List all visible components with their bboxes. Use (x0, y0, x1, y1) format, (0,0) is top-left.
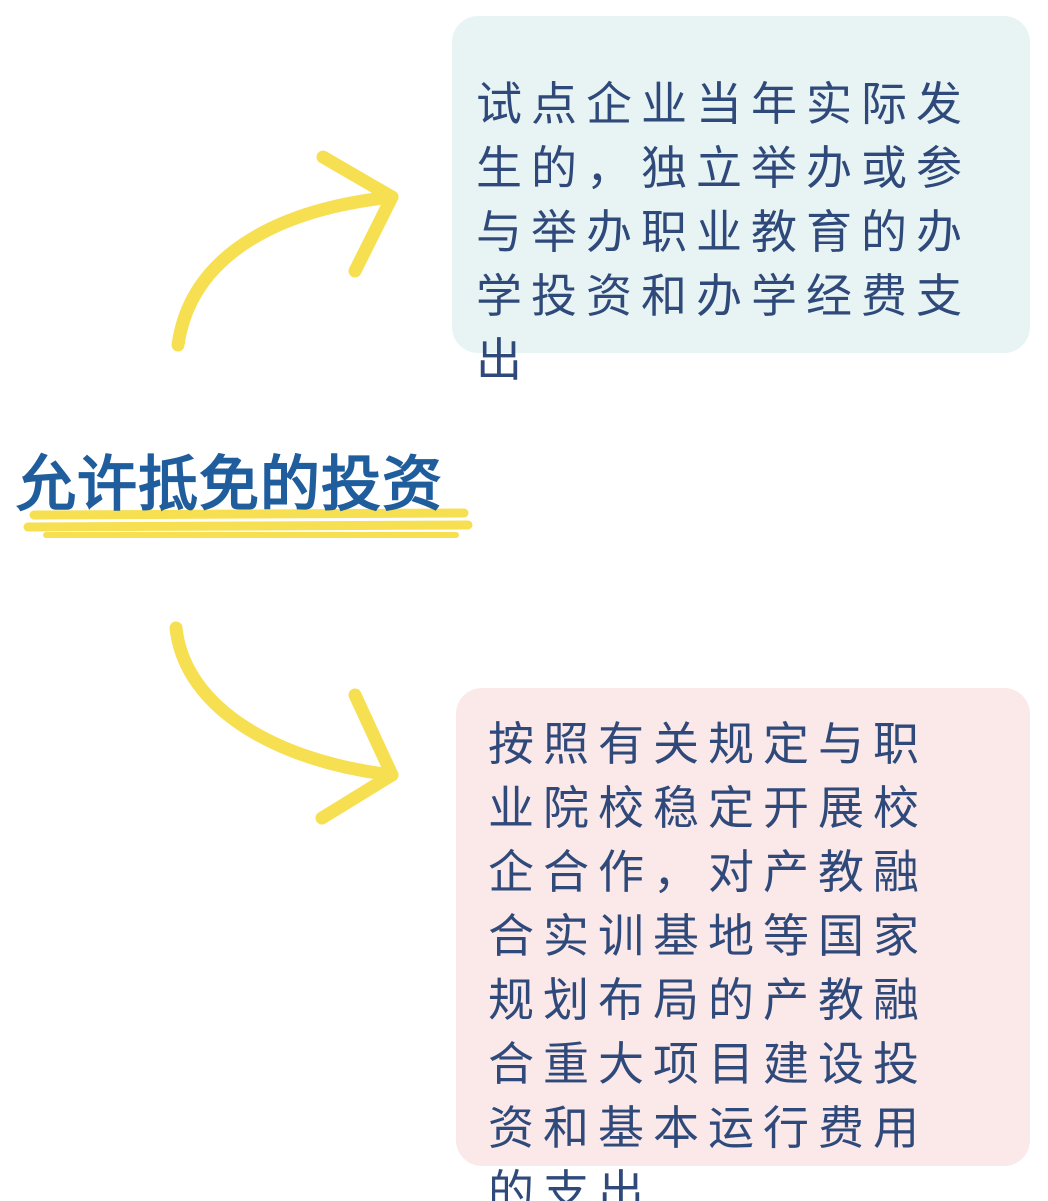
title-block: 允许抵免的投资 (16, 447, 476, 547)
top-card-text: 试点企业当年实际发生的，独立举办或参与举办职业教育的办学投资和办学经费支出 (476, 77, 971, 387)
page-title: 允许抵免的投资 (16, 450, 443, 520)
yellow-underline-decoration (23, 508, 473, 538)
top-info-card: 试点企业当年实际发生的，独立举办或参与举办职业教育的办学投资和办学经费支出 (452, 16, 1030, 387)
bottom-card-text: 按照有关规定与职业院校稳定开展校企合作，对产教融合实训基地等国家规划布局的产教融… (488, 717, 928, 1201)
bottom-info-card: 按照有关规定与职业院校稳定开展校企合作，对产教融合实训基地等国家规划布局的产教融… (456, 688, 1030, 1201)
